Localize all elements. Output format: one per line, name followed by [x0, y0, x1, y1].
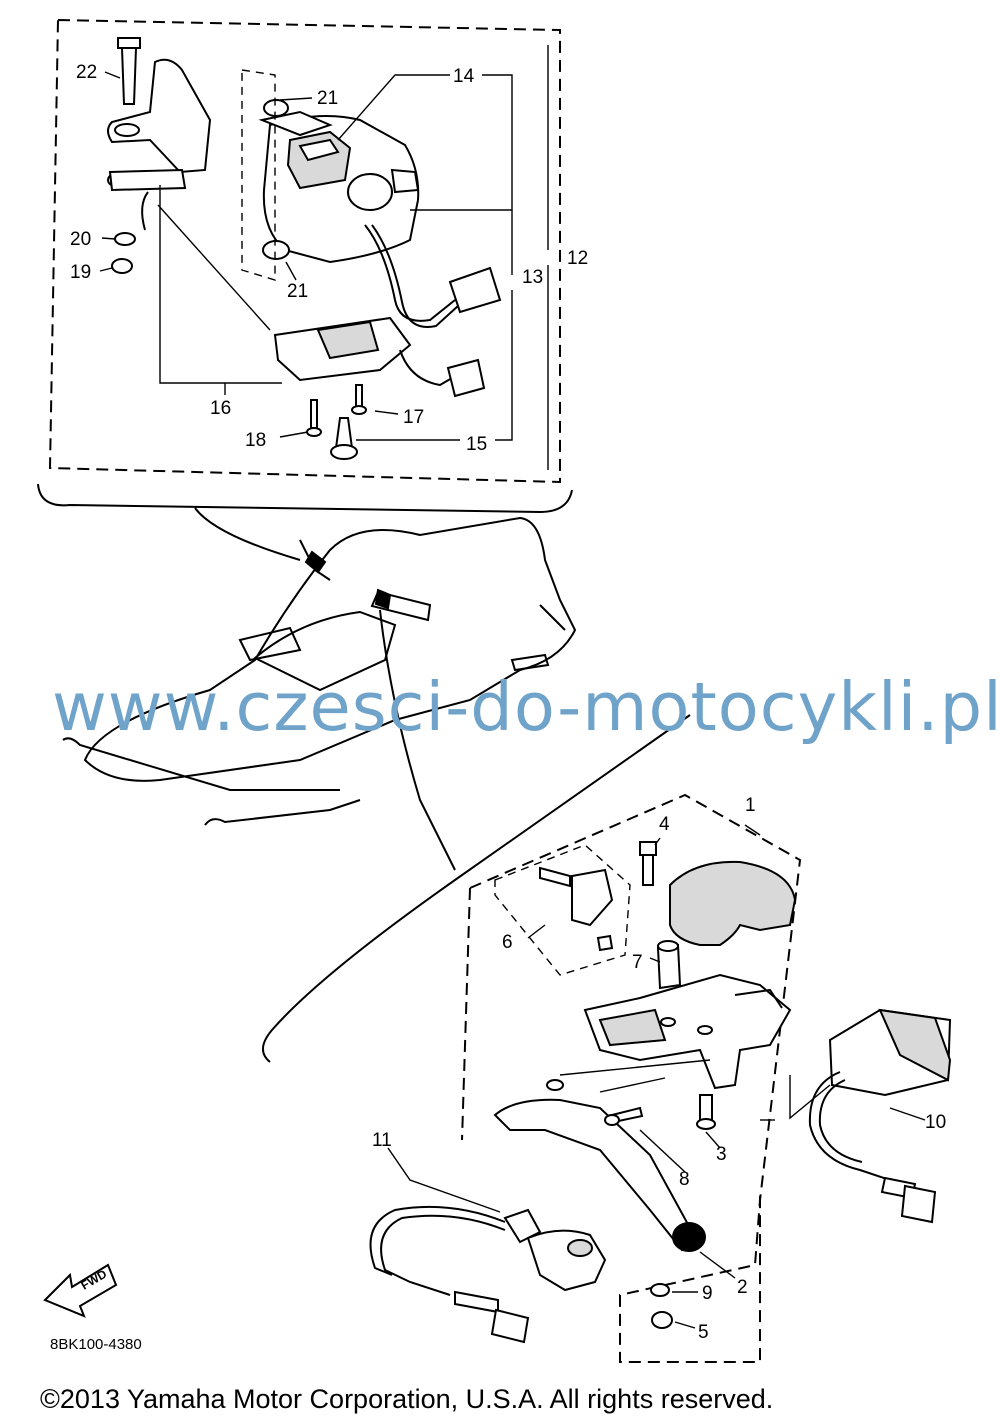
inset-leader-lines — [99, 45, 549, 470]
callout-6: 6 — [502, 932, 513, 953]
callout-13: 13 — [522, 267, 543, 288]
callout-12: 12 — [567, 248, 588, 269]
watermark: www.czesci-do-motocykli.pl — [52, 668, 1000, 746]
copyright-notice: ©2013 Yamaha Motor Corporation, U.S.A. A… — [40, 1384, 773, 1414]
pointer-line — [262, 714, 691, 1063]
switch-housing — [241, 69, 502, 328]
callout-7: 7 — [632, 952, 643, 973]
callout-1: 1 — [745, 795, 756, 816]
callout-4: 4 — [659, 814, 670, 835]
callout-8: 8 — [679, 1169, 690, 1190]
callout-11: 11 — [372, 1130, 392, 1151]
snowmobile-illustration — [62, 507, 577, 871]
screws — [306, 384, 367, 460]
callout-15: 15 — [466, 434, 487, 455]
callout-2: 2 — [737, 1277, 748, 1298]
lever-assembly — [369, 793, 952, 1363]
callout-18: 18 — [245, 430, 266, 451]
diagram-code: 8BK100-4380 — [50, 1336, 142, 1353]
fwd-arrow-icon: FWD — [43, 1263, 118, 1318]
callout-3: 3 — [716, 1144, 727, 1165]
callout-5: 5 — [698, 1322, 709, 1343]
callout-21-bottom: 21 — [287, 281, 308, 302]
top-inset — [37, 18, 573, 514]
callout-22: 22 — [76, 62, 97, 83]
callout-16: 16 — [210, 398, 231, 419]
callout-9: 9 — [702, 1283, 713, 1304]
switch-cover — [273, 316, 486, 398]
callout-14: 14 — [453, 66, 475, 87]
callout-19: 19 — [70, 262, 91, 283]
callout-17: 17 — [403, 407, 424, 428]
callout-20: 20 — [70, 229, 91, 250]
callout-21-top: 21 — [317, 88, 338, 109]
fwd-label: FWD — [79, 1267, 110, 1293]
callout-10: 10 — [925, 1112, 946, 1133]
handlebar-bracket — [107, 37, 212, 274]
callout-labels: 22 21 14 20 19 21 13 12 16 17 18 15 1 4 … — [70, 62, 946, 1343]
